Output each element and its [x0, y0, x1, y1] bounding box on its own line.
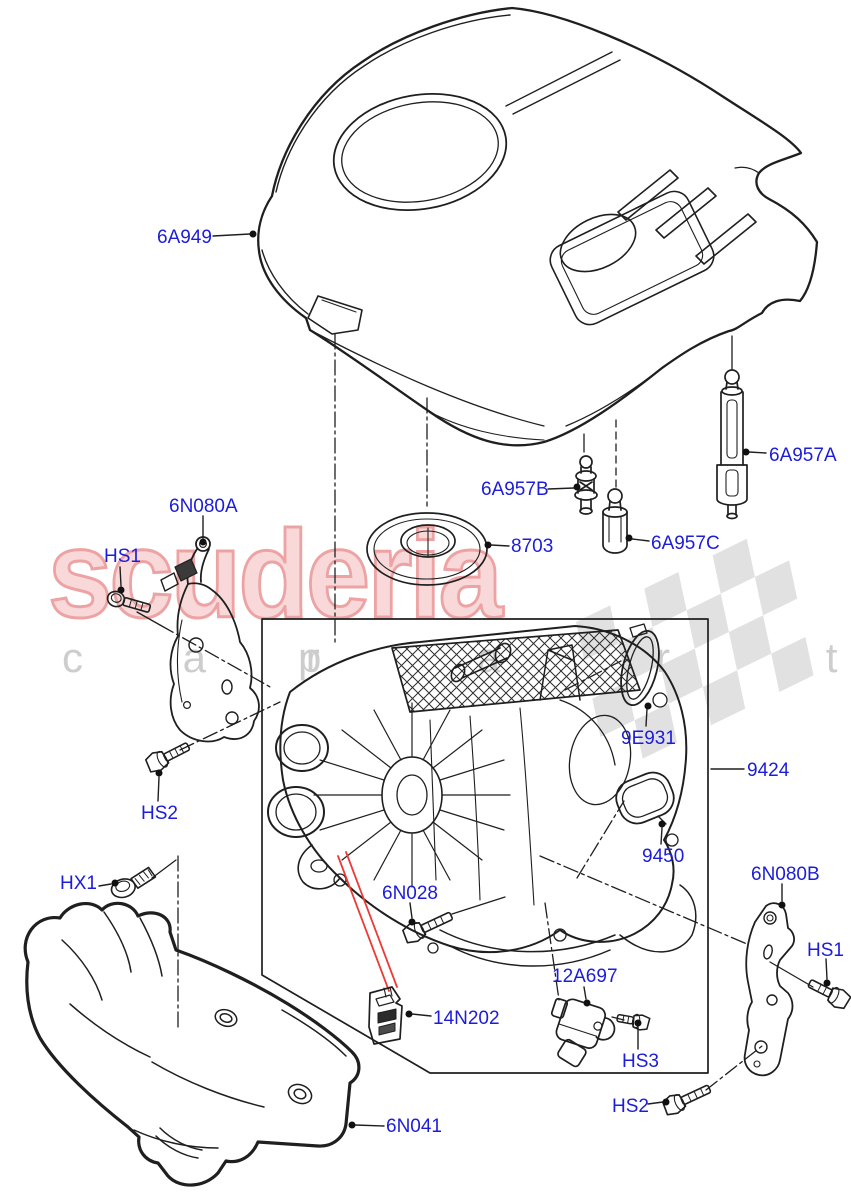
bracket-6n080b-drawing — [743, 902, 795, 1077]
gasket-9450-drawing — [615, 771, 675, 825]
part-label-6a957a[interactable]: 6A957A — [769, 445, 837, 466]
part-label-6a957c[interactable]: 6A957C — [651, 533, 720, 554]
part-label-hs1-right[interactable]: HS1 — [807, 940, 844, 961]
6n028-align-line — [451, 896, 506, 915]
part-label-hx1[interactable]: HX1 — [60, 873, 97, 894]
intake-manifold-drawing — [267, 625, 697, 967]
part-label-6a957b[interactable]: 6A957B — [481, 479, 549, 500]
hx1-align-line — [151, 859, 177, 879]
label-leader-lines — [98, 230, 831, 1129]
bolt-6n028-drawing — [402, 911, 453, 944]
part-label-9450[interactable]: 9450 — [642, 846, 685, 867]
hs1-right-align-line — [769, 961, 814, 988]
part-label-6n028[interactable]: 6N028 — [382, 883, 438, 904]
highlight-pointer-lines — [337, 851, 398, 992]
part-label-12a697[interactable]: 12A697 — [552, 966, 618, 987]
part-label-6n080a[interactable]: 6N080A — [169, 496, 238, 517]
bolt-hs1-right-drawing — [807, 979, 851, 1010]
bolt-hs1-left-drawing — [106, 590, 152, 613]
fastener-hx1-drawing — [110, 866, 157, 899]
part-label-9424[interactable]: 9424 — [747, 760, 790, 781]
checkered-flag-watermark — [576, 538, 814, 759]
part-label-hs3[interactable]: HS3 — [622, 1051, 659, 1072]
part-label-hs1-left[interactable]: HS1 — [104, 546, 141, 567]
part-label-14n202[interactable]: 14N202 — [433, 1008, 500, 1029]
screw-hs3-drawing — [616, 1013, 651, 1031]
part-label-hs2-left[interactable]: HS2 — [141, 803, 178, 824]
bracket-6n080a-drawing — [160, 536, 260, 743]
engine-cover-drawing — [257, 6, 819, 447]
hs1-left-align-line — [136, 611, 161, 626]
hs3-align-line — [611, 1016, 625, 1021]
washer-8703-drawing — [366, 512, 488, 586]
sensor-12a697-drawing — [550, 997, 616, 1068]
bolt-hs2-left-drawing — [145, 742, 191, 773]
spacer-6a957c-drawing — [602, 488, 628, 554]
stud-6a957a-drawing — [716, 369, 748, 520]
part-label-9e931[interactable]: 9E931 — [621, 728, 676, 749]
part-label-8703[interactable]: 8703 — [511, 536, 554, 557]
hs2-right-align-line — [705, 1045, 763, 1091]
part-label-hs2-right[interactable]: HS2 — [612, 1096, 649, 1117]
manifold-detail-box — [261, 618, 709, 1074]
heat-shield-6n041-drawing — [23, 901, 361, 1187]
gasket-9e931-drawing — [620, 623, 660, 706]
clip-14n202-drawing — [368, 986, 403, 1045]
part-label-6n080b[interactable]: 6N080B — [751, 864, 820, 885]
part-label-6n041[interactable]: 6N041 — [386, 1116, 442, 1137]
part-label-6a949[interactable]: 6A949 — [157, 227, 212, 248]
bolt-hs2-right-drawing — [662, 1084, 712, 1116]
